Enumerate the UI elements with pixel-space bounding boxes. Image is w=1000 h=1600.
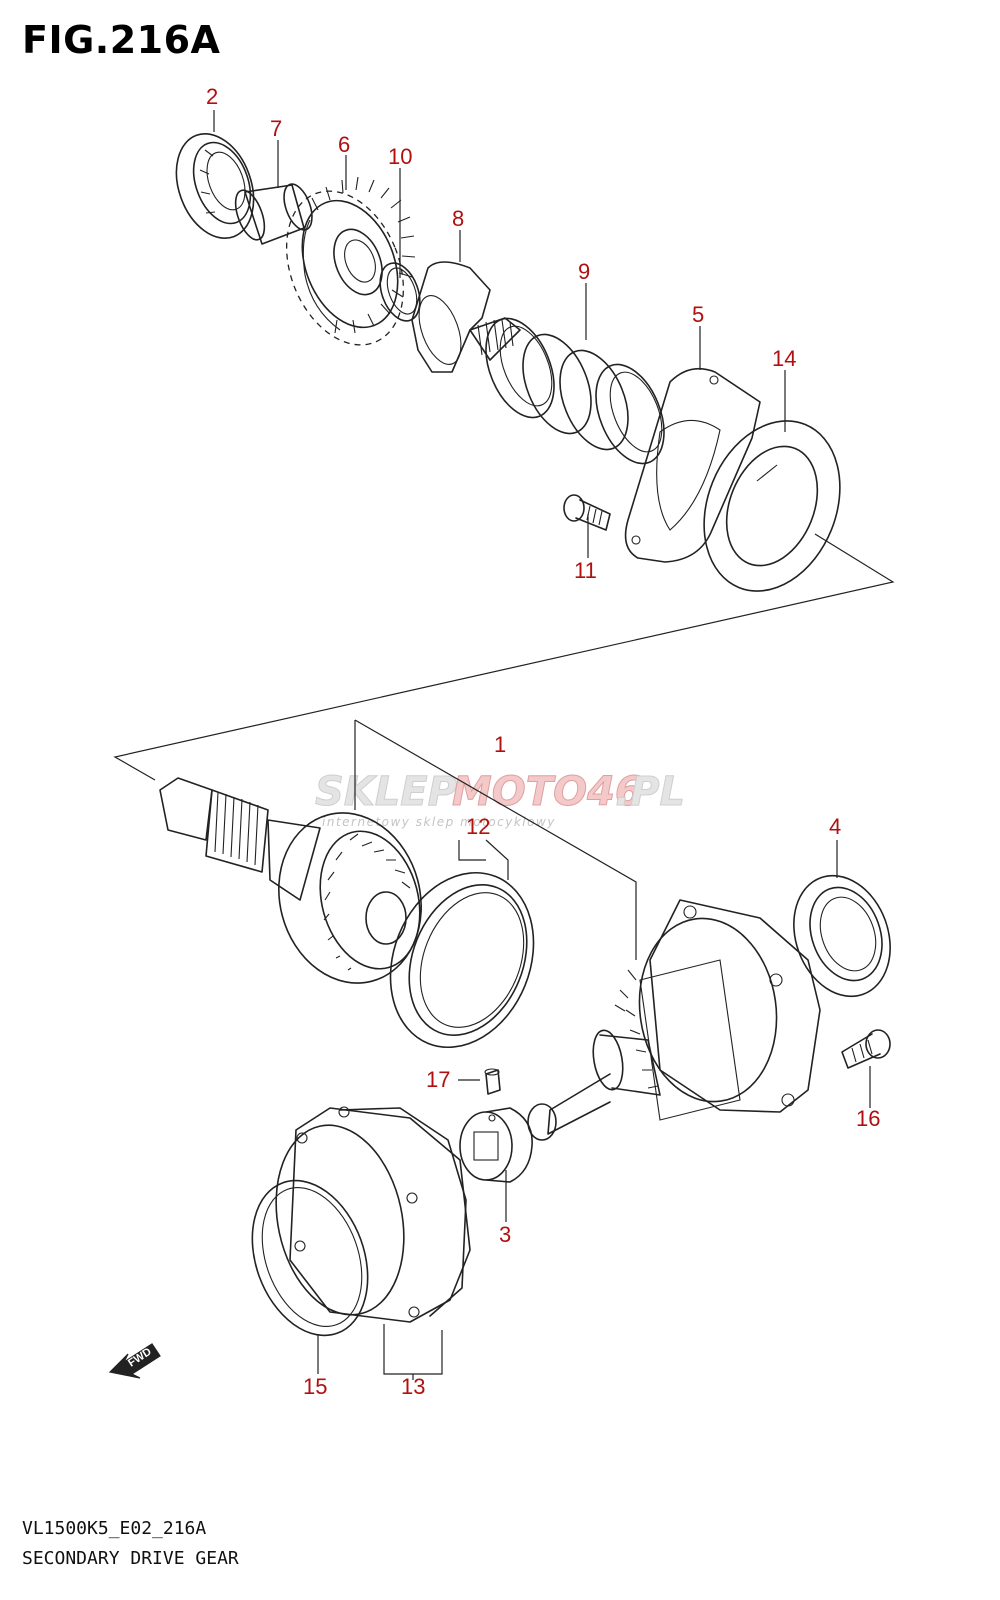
callout-15: 15 bbox=[303, 1374, 327, 1399]
part-12-shim bbox=[389, 871, 535, 1049]
part-15-o-ring bbox=[251, 1179, 369, 1337]
part-2-bearing bbox=[175, 132, 255, 240]
callout-8: 8 bbox=[452, 206, 464, 231]
callout-11: 11 bbox=[574, 558, 597, 583]
watermark-brand-1: SKLEP bbox=[315, 769, 457, 815]
callout-4: 4 bbox=[829, 814, 841, 839]
part-6-bevel-gear bbox=[285, 176, 416, 346]
callout-labels: 2 7 6 10 8 9 5 14 11 1 12 4 17 16 3 15 1… bbox=[206, 84, 880, 1399]
part-11-bolt bbox=[563, 494, 611, 531]
callout-5: 5 bbox=[692, 302, 704, 327]
figure-title: FIG.216A bbox=[22, 18, 221, 62]
part-4-oil-seal bbox=[793, 874, 891, 998]
callout-leaders bbox=[213, 110, 871, 1380]
watermark-brand-2: MOTO46 bbox=[452, 769, 643, 815]
part-1-drive-gear-shaft bbox=[159, 777, 422, 984]
watermark-brand-3: .PL bbox=[615, 769, 685, 815]
part-3-coupling bbox=[459, 1107, 533, 1183]
callout-10: 10 bbox=[388, 144, 412, 169]
assembly-reference-lines bbox=[113, 533, 895, 960]
part-16-bolt bbox=[841, 1029, 891, 1069]
callout-1: 1 bbox=[494, 732, 506, 757]
callout-7: 7 bbox=[270, 116, 282, 141]
part-7-sleeve bbox=[234, 183, 313, 245]
callout-2: 2 bbox=[206, 84, 218, 109]
callout-3: 3 bbox=[499, 1222, 511, 1247]
part-17-dowel-pin bbox=[484, 1068, 501, 1095]
watermark: SKLEP MOTO46 .PL internetowy sklep motoc… bbox=[315, 769, 686, 830]
part-9-spring bbox=[485, 317, 665, 465]
callout-17: 17 bbox=[426, 1067, 450, 1092]
callout-13: 13 bbox=[401, 1374, 425, 1399]
callout-14: 14 bbox=[772, 346, 796, 371]
part-10-circlip bbox=[379, 262, 421, 322]
callout-12: 12 bbox=[466, 814, 490, 839]
part-5-plate bbox=[624, 367, 761, 563]
callout-6: 6 bbox=[338, 132, 350, 157]
diagram-code: VL1500K5_E02_216A bbox=[22, 1518, 207, 1539]
callout-9: 9 bbox=[578, 259, 590, 284]
part-1-gear-housing bbox=[527, 899, 821, 1141]
diagram-name: SECONDARY DRIVE GEAR bbox=[22, 1548, 239, 1569]
part-13-cover bbox=[275, 1106, 471, 1323]
fwd-direction-arrow: FWD bbox=[108, 1343, 161, 1379]
part-14-washer bbox=[703, 420, 841, 592]
part-8-cam bbox=[411, 261, 521, 373]
callout-16: 16 bbox=[856, 1106, 880, 1131]
watermark-tagline: internetowy sklep motocyklowy bbox=[322, 815, 556, 829]
